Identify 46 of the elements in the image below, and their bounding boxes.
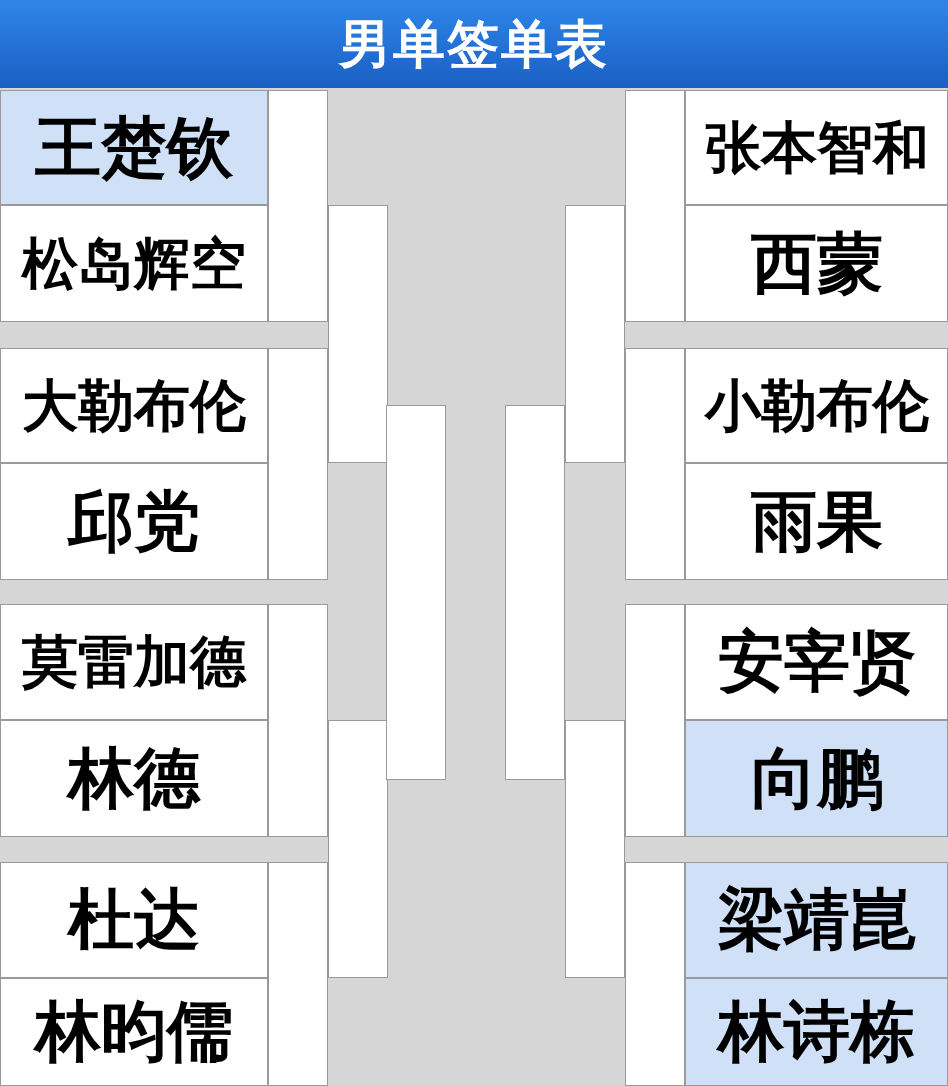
player-name: 西蒙 [750, 230, 883, 297]
player-name: 林诗栋 [717, 999, 916, 1065]
name-cell [685, 720, 948, 837]
name-cell [0, 348, 268, 463]
player-name: 梁靖崑 [717, 887, 916, 953]
bracket-box [268, 604, 328, 837]
name-cell [685, 604, 948, 720]
name-cell [0, 978, 268, 1086]
name-cell [685, 90, 948, 205]
player-name: 邱党 [68, 488, 200, 555]
bracket-box [386, 405, 446, 780]
name-cell [685, 978, 948, 1086]
bracket-box [328, 205, 388, 463]
name-cell [685, 463, 948, 580]
bracket-box [625, 862, 685, 1086]
bracket-box [328, 720, 388, 978]
bracket-box [268, 862, 328, 1086]
name-cell [685, 348, 948, 463]
player-name: 王楚钦 [35, 114, 233, 181]
player-name: 向鹏 [750, 745, 883, 812]
player-name: 莫雷加德 [22, 634, 246, 690]
bracket-box [625, 348, 685, 580]
name-cell [685, 205, 948, 322]
bracket-box [625, 604, 685, 837]
player-name: 张本智和 [704, 119, 929, 176]
name-cell [0, 205, 268, 322]
bracket-box [505, 405, 565, 780]
name-cell [685, 862, 948, 978]
bracket-box [268, 90, 328, 322]
player-name: 松岛辉空 [22, 235, 246, 292]
player-name: 杜达 [68, 887, 200, 953]
name-cell [0, 862, 268, 978]
name-cell [0, 720, 268, 837]
name-cell [0, 463, 268, 580]
title: 男单签单表 [339, 13, 609, 76]
name-cell [0, 604, 268, 720]
bracket-box [268, 348, 328, 580]
name-cell [0, 90, 268, 205]
bracket-box [565, 720, 625, 978]
player-name: 林昀儒 [35, 999, 233, 1065]
player-name: 雨果 [750, 488, 883, 555]
bracket-box [565, 205, 625, 463]
player-name: 大勒布伦 [22, 377, 246, 434]
player-name: 小勒布伦 [704, 377, 929, 434]
player-name: 林德 [68, 745, 200, 812]
bracket-box [625, 90, 685, 322]
